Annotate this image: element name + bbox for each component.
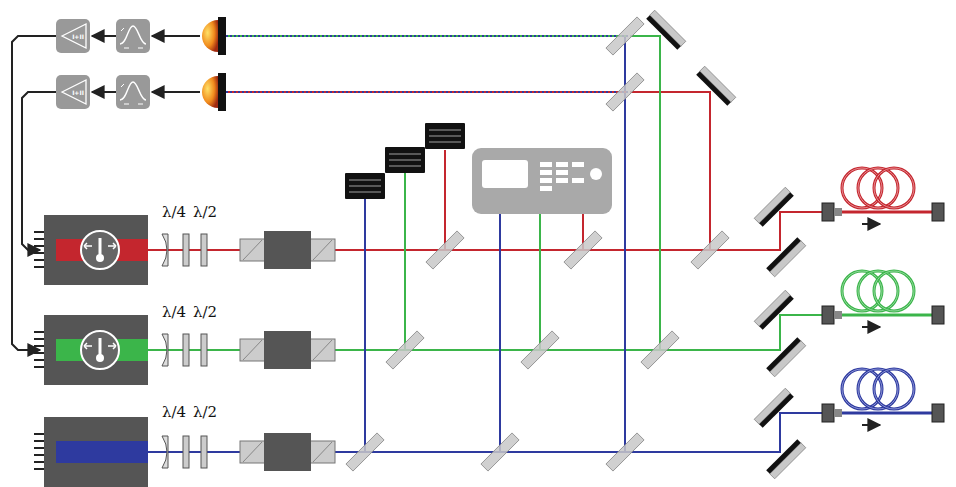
photodiode — [202, 17, 226, 55]
reference-cavities — [345, 123, 465, 199]
reference-cavity — [385, 147, 425, 173]
waveplate-label: λ/4 — [162, 203, 186, 221]
amplifier-label: I+II — [72, 89, 84, 96]
beam-optics — [162, 231, 335, 471]
waveplate-label: λ/4 — [162, 403, 186, 421]
beam-splitters — [346, 17, 729, 471]
lens — [162, 436, 168, 468]
laser-beam — [226, 91, 628, 93]
beam-splitter — [426, 231, 464, 269]
mirror — [754, 187, 794, 227]
beam-splitter — [521, 331, 559, 369]
laser-beam — [630, 92, 710, 250]
electronics — [12, 17, 226, 350]
laser-beam — [539, 212, 541, 350]
mirror — [766, 337, 806, 377]
feedback-wire — [12, 36, 56, 350]
lasers — [34, 215, 148, 487]
diode-laser — [34, 215, 148, 285]
bandpass-filter — [116, 19, 150, 53]
mirror — [766, 237, 806, 277]
optical-isolator — [240, 331, 335, 369]
wavemeter — [472, 148, 612, 214]
optical-fibers — [822, 168, 944, 425]
waveplate — [201, 436, 207, 468]
mirror — [646, 10, 686, 50]
fiber-coupler — [822, 168, 944, 224]
beam-splitter — [346, 433, 384, 471]
diode-laser — [34, 315, 148, 385]
beam-splitter — [606, 433, 644, 471]
waveplate-label: λ/2 — [193, 303, 217, 321]
servo-amplifier — [56, 75, 90, 109]
lens — [162, 334, 168, 366]
laser-beam — [444, 150, 446, 250]
reference-cavity — [345, 173, 385, 199]
beam-splitter — [691, 231, 729, 269]
bandpass-filter — [116, 75, 150, 109]
beam-splitter — [606, 17, 644, 55]
photodiode — [202, 73, 226, 111]
laser-beam — [226, 35, 628, 37]
waveplate-label: λ/2 — [193, 203, 217, 221]
reference-cavity — [425, 123, 465, 149]
beams — [148, 36, 825, 452]
optical-isolator — [240, 231, 335, 269]
waveplate — [183, 334, 189, 366]
laser-beam — [226, 91, 628, 93]
beam-splitter — [606, 73, 644, 111]
mirrors — [646, 10, 806, 479]
waveplate-label: λ/2 — [193, 403, 217, 421]
lens — [162, 234, 168, 266]
diode-laser — [34, 417, 148, 487]
mirror — [766, 439, 806, 479]
laser-beam — [364, 197, 366, 452]
mirror — [754, 290, 794, 330]
laser-beam — [226, 35, 628, 37]
beam-splitter — [386, 331, 424, 369]
optical-isolator — [240, 433, 335, 471]
feedback-wire — [22, 92, 56, 250]
waveplate-label: λ/4 — [162, 303, 186, 321]
beam-splitter — [481, 433, 519, 471]
mirror — [754, 388, 794, 428]
waveplate — [183, 234, 189, 266]
fiber-coupler — [822, 369, 944, 425]
waveplate — [183, 436, 189, 468]
beam-splitter — [641, 331, 679, 369]
waveplate — [201, 334, 207, 366]
laser-beam — [404, 172, 406, 350]
fiber-coupler — [822, 271, 944, 327]
beam-splitter — [564, 231, 602, 269]
servo-amplifier — [56, 19, 90, 53]
laser-beam — [499, 212, 501, 452]
waveplate — [201, 234, 207, 266]
mirror — [696, 66, 736, 106]
amplifier-label: I+II — [72, 33, 84, 40]
